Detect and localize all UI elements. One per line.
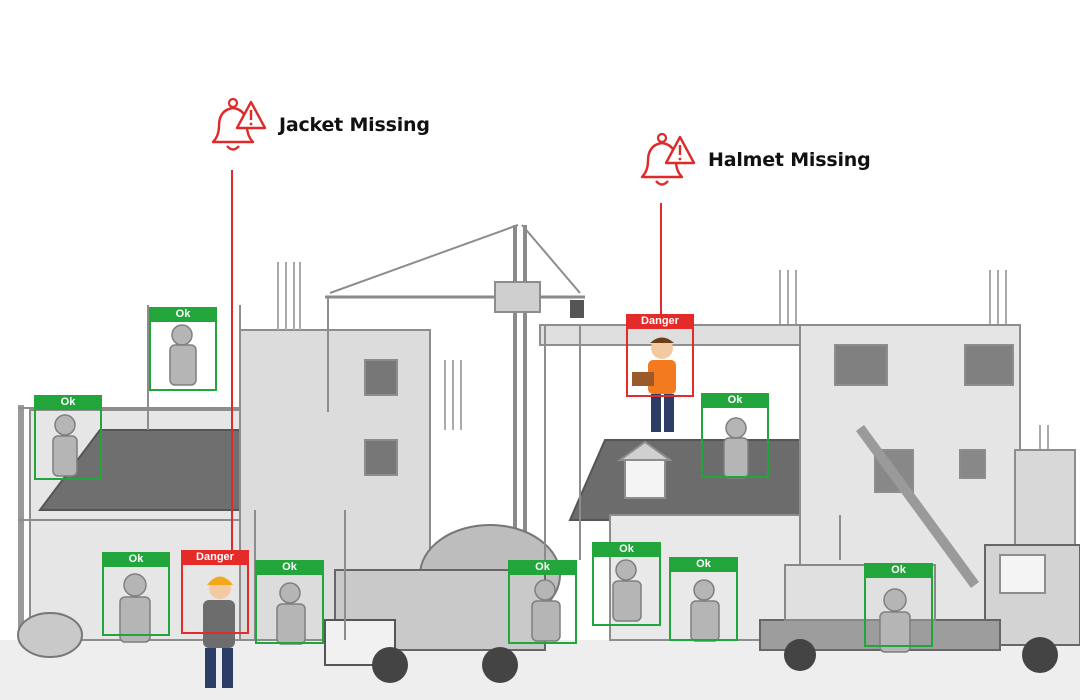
detection-status-tag: Ok bbox=[864, 563, 933, 578]
detection-box: Ok bbox=[149, 307, 217, 391]
helmet-alert-pointer-line bbox=[660, 203, 662, 315]
jacket-missing-alert: Jacket Missing bbox=[205, 94, 430, 156]
detection-box: Ok bbox=[34, 395, 102, 480]
detection-box: Ok bbox=[508, 560, 577, 644]
detection-box-danger: Danger bbox=[626, 314, 694, 397]
detection-status-tag: Ok bbox=[149, 307, 217, 322]
detection-box: Ok bbox=[701, 393, 769, 478]
detection-status-tag: Ok bbox=[701, 393, 769, 408]
jacket-missing-label: Jacket Missing bbox=[279, 114, 430, 136]
detection-status-tag: Danger bbox=[181, 550, 249, 565]
detection-box: Ok bbox=[592, 542, 661, 626]
detection-status-tag: Ok bbox=[102, 552, 170, 567]
helmet-missing-alert: Halmet Missing bbox=[634, 129, 871, 191]
detection-box: Ok bbox=[255, 560, 324, 644]
detection-box: Ok bbox=[864, 563, 933, 647]
alarm-bell-warning-icon bbox=[640, 132, 696, 186]
detection-status-tag: Danger bbox=[626, 314, 694, 329]
alarm-bell-warning-icon bbox=[211, 97, 267, 151]
detection-status-tag: Ok bbox=[592, 542, 661, 557]
helmet-missing-label: Halmet Missing bbox=[708, 149, 871, 171]
detection-status-tag: Ok bbox=[255, 560, 324, 575]
detection-status-tag: Ok bbox=[34, 395, 102, 410]
detection-status-tag: Ok bbox=[669, 557, 738, 572]
detection-status-tag: Ok bbox=[508, 560, 577, 575]
jacket-alert-pointer-line bbox=[231, 170, 233, 550]
detection-box-danger: Danger bbox=[181, 550, 249, 634]
detection-box: Ok bbox=[102, 552, 170, 636]
detection-box: Ok bbox=[669, 557, 738, 641]
